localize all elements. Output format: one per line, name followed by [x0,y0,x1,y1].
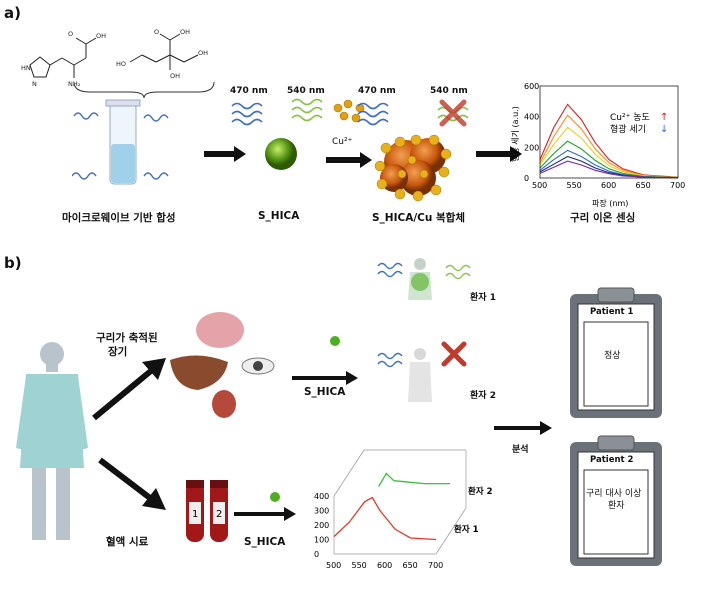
blood-tubes: 1 2 [186,480,228,542]
analysis-label: 분석 [512,445,529,455]
y-tick-label: 600 [524,82,539,91]
x-tick-label: 650 [636,181,651,190]
shica-dot-bottom [270,492,280,502]
x-axis-label: 파장 (nm) [592,198,628,208]
x-tick-label: 600 [377,561,392,570]
organ-label-line2: 장기 [108,346,128,358]
svg-text:HN: HN [21,64,31,72]
y-tick-label: 200 [314,521,329,530]
clipboard-2-result-2: 환자 [608,501,625,511]
spectrum-series-1 [539,103,679,178]
svg-text:OH: OH [198,49,208,57]
tube-1-label: 1 [192,509,198,520]
legend-intensity: 형광 세기 [610,123,646,135]
patient-series-2 [378,472,450,487]
legend-down-arrow: ↓ [660,124,668,135]
clipboard-1-title: Patient 1 [590,307,634,317]
emission-label-1: 540 nm [287,86,325,96]
organ-label-line1: 구리가 축적된 [96,332,158,344]
svg-text:OH: OH [170,72,180,80]
kidney-icon [212,390,236,418]
clipboard-patient-1 [570,287,662,418]
patient-2-top: 환자 2 [470,391,496,401]
patient-bodies [377,258,471,402]
spectrum-series-4 [539,140,679,179]
product-label: S_HICA [258,210,300,222]
spectrum-series-2 [539,114,679,178]
svg-text:O: O [154,28,159,36]
arrow-right-icon [204,146,246,162]
organ-illustrations [170,312,275,418]
spectrum-series-7 [539,160,679,179]
brain-icon [196,312,244,348]
y-tick-label: 0 [314,550,319,559]
patient-figure [16,342,88,540]
sensing-label: 구리 이온 센싱 [570,212,636,224]
x-tick-label: 700 [670,181,685,190]
emission-label-2: 540 nm [430,86,468,96]
y-tick-label: 400 [314,492,329,501]
fluorescence-spectrum-chart: 500 550 600 650 700 0 200 400 600 Cu²⁺ 농도 ↑ 형광 세… [510,82,685,208]
blood-label: 혈액 시료 [106,536,149,548]
clipboard-1-result: 정상 [604,351,621,361]
complex-label: S_HICA/Cu 복합체 [372,212,465,224]
shica-particle [231,98,323,170]
patient-1-top: 환자 1 [470,293,496,303]
clipboard-patient-2 [570,435,662,566]
y-tick-label: 200 [524,143,539,152]
spectrum-series-3 [539,126,679,179]
clipboard-2-result-1: 구리 대사 이상 [586,489,642,499]
svg-text:O: O [68,30,73,38]
series-label-patient-2: 환자 2 [468,486,493,497]
x-tick-label: 550 [352,561,367,570]
microwave-test-tube [72,99,169,185]
shica-dot [330,336,340,346]
arrow-right-icon [476,146,522,162]
arrow-to-organs-icon [92,358,166,421]
y-tick-label: 0 [524,174,529,183]
patient-spectrum-plot: 500 550 600 650 700 0 100 200 300 400 환자 2 환자 1 [314,449,493,570]
excitation-label-1: 470 nm [230,86,268,96]
shica-label-bottom: S_HICA [244,536,286,548]
shica-label-top: S_HICA [304,386,346,398]
x-tick-label: 600 [601,181,616,190]
y-tick-label: 400 [524,113,539,122]
panel-a-label: a) [4,4,21,22]
patient-series-1 [333,496,437,541]
clipboard-2-title: Patient 2 [590,455,634,465]
excitation-label-2: 470 nm [358,86,396,96]
liver-icon [170,355,228,390]
y-tick-label: 300 [314,507,329,516]
legend-concentration: Cu²⁺ 농도 [610,112,650,123]
svg-text:OH: OH [96,32,106,40]
x-tick-label: 500 [532,181,547,190]
svg-text:HO: HO [116,60,126,68]
tube-2-label: 2 [216,509,222,520]
svg-text:OH: OH [180,28,190,36]
cu-label: Cu²⁺ [332,137,353,147]
arrow-right-icon [326,152,372,168]
arrow-to-blood-icon [98,457,166,510]
legend-up-arrow: ↑ [660,112,668,123]
y-axis-label: 형광 세기 (a.u.) [510,106,520,162]
arrow-right-icon [292,371,358,385]
panel-b-label: b) [4,254,22,272]
synthesis-label: 마이크로웨이브 기반 합성 [62,212,176,224]
bracket-line [73,81,215,99]
arrow-right-icon [494,421,552,435]
x-tick-label: 500 [326,561,341,570]
x-tick-label: 650 [403,561,418,570]
shica-cu-complex [357,99,469,202]
y-tick-label: 100 [314,536,329,545]
svg-text:N: N [32,80,37,88]
x-tick-label: 700 [428,561,443,570]
arrow-right-icon [234,507,296,521]
x-tick-label: 550 [567,181,582,190]
eye-icon [253,361,263,371]
series-label-patient-1: 환자 1 [454,524,479,535]
